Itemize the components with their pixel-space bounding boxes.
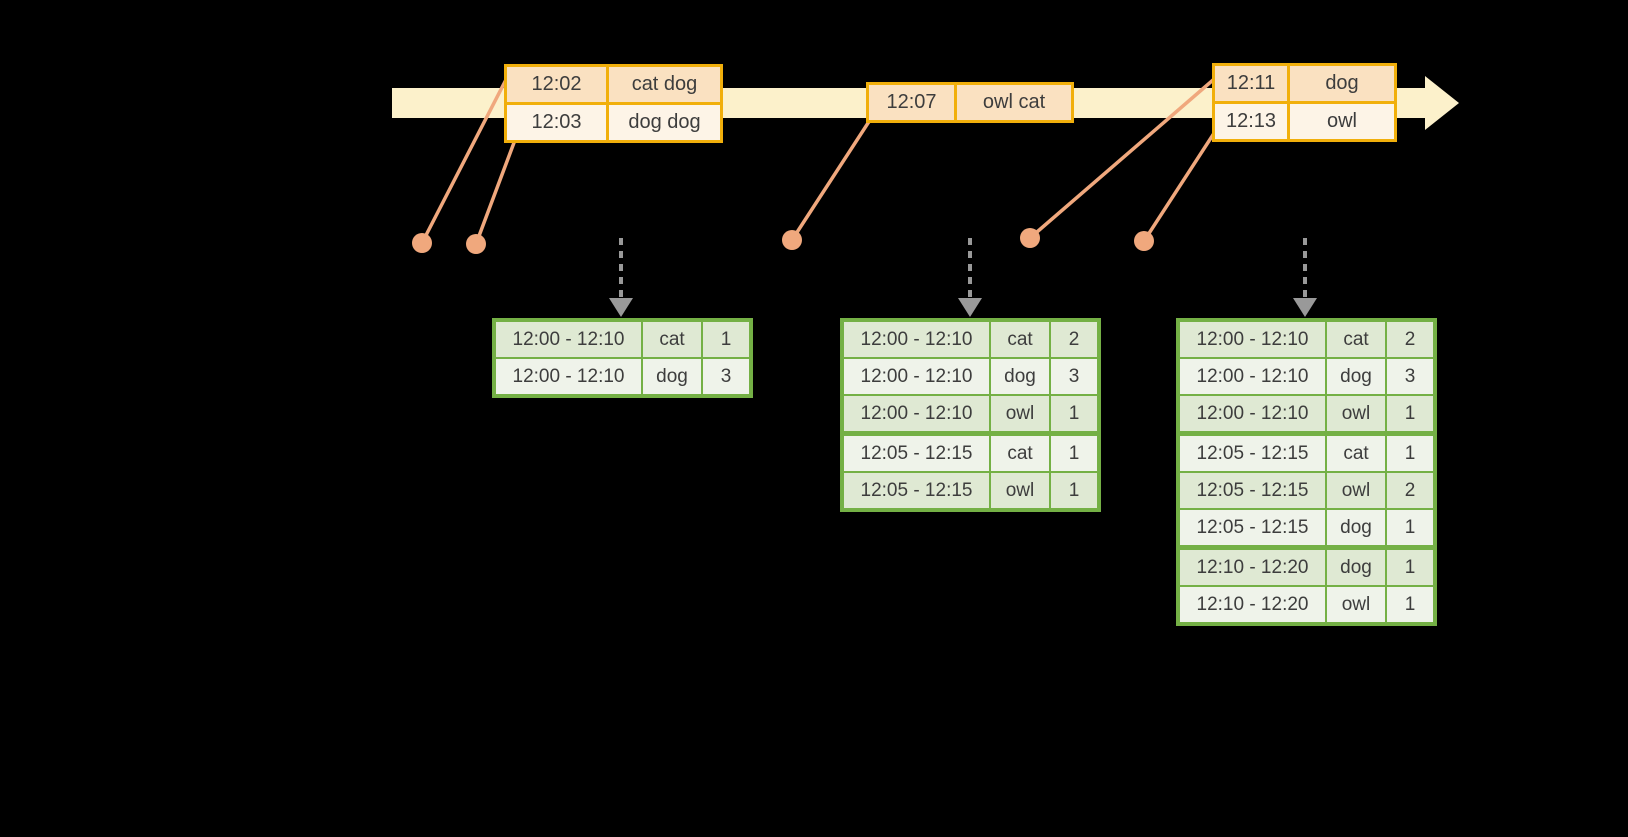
result-window-cell: 12:00 - 12:10 [844, 359, 989, 394]
result-window-cell: 12:00 - 12:10 [844, 396, 989, 431]
event-time-cell: 12:07 [869, 85, 954, 120]
result-word-cell: dog [1327, 550, 1385, 585]
event-connector-line [1028, 72, 1222, 240]
result-word-cell: cat [1327, 322, 1385, 357]
result-window-cell: 12:00 - 12:10 [496, 359, 641, 394]
event-words-cell: owl cat [957, 85, 1071, 120]
result-count-cell: 1 [1051, 396, 1097, 431]
result-window-cell: 12:00 - 12:10 [496, 322, 641, 357]
result-window-cell: 12:00 - 12:10 [844, 322, 989, 357]
result-count-cell: 1 [1387, 396, 1433, 431]
result-count-cell: 2 [1051, 322, 1097, 357]
result-count-cell: 2 [1387, 473, 1433, 508]
result-word-cell: cat [643, 322, 701, 357]
event-dot-icon [466, 234, 486, 254]
trigger-arrows [609, 238, 1317, 317]
result-window-cell: 12:05 - 12:15 [1180, 510, 1325, 545]
result-window-cell: 12:10 - 12:20 [1180, 550, 1325, 585]
result-window-cell: 12:00 - 12:10 [1180, 396, 1325, 431]
result-word-cell: dog [1327, 359, 1385, 394]
result-word-cell: dog [991, 359, 1049, 394]
event-words-cell: dog dog [609, 105, 720, 140]
result-word-cell: owl [1327, 587, 1385, 622]
event-time-cell: 12:03 [507, 105, 606, 140]
result-word-cell: dog [1327, 510, 1385, 545]
trigger-arrowhead-icon [609, 298, 633, 317]
event-connector-line [790, 119, 872, 241]
event-dot-icon [1020, 228, 1040, 248]
event-connector-line [420, 65, 515, 244]
event-time-cell: 12:11 [1215, 66, 1287, 101]
result-window-cell: 12:05 - 12:15 [844, 436, 989, 471]
event-time-cell: 12:02 [507, 67, 606, 102]
result-count-cell: 1 [1387, 436, 1433, 471]
result-window-cell: 12:00 - 12:10 [1180, 322, 1325, 357]
event-words-cell: dog [1290, 66, 1394, 101]
event-dot-icon [782, 230, 802, 250]
result-count-cell: 1 [1051, 473, 1097, 508]
result-word-cell: dog [643, 359, 701, 394]
event-connector-line [1142, 123, 1222, 242]
event-dot-icon [412, 233, 432, 253]
result-count-cell: 2 [1387, 322, 1433, 357]
result-count-cell: 1 [1387, 550, 1433, 585]
result-window-cell: 12:05 - 12:15 [844, 473, 989, 508]
result-window-cell: 12:05 - 12:15 [1180, 436, 1325, 471]
event-words-cell: cat dog [609, 67, 720, 102]
result-window-cell: 12:10 - 12:20 [1180, 587, 1325, 622]
result-word-cell: cat [1327, 436, 1385, 471]
trigger-arrowhead-icon [958, 298, 982, 317]
result-word-cell: cat [991, 436, 1049, 471]
result-count-cell: 1 [1387, 587, 1433, 622]
result-word-cell: owl [1327, 473, 1385, 508]
event-dot-icon [1134, 231, 1154, 251]
timeline-arrow-head-icon [1425, 76, 1459, 130]
result-count-cell: 3 [1051, 359, 1097, 394]
result-count-cell: 1 [1051, 436, 1097, 471]
result-word-cell: cat [991, 322, 1049, 357]
result-count-cell: 1 [703, 322, 749, 357]
result-word-cell: owl [991, 396, 1049, 431]
trigger-arrowhead-icon [1293, 298, 1317, 317]
result-window-cell: 12:00 - 12:10 [1180, 359, 1325, 394]
result-word-cell: owl [991, 473, 1049, 508]
result-word-cell: owl [1327, 396, 1385, 431]
result-window-cell: 12:05 - 12:15 [1180, 473, 1325, 508]
event-time-cell: 12:13 [1215, 104, 1287, 139]
event-words-cell: owl [1290, 104, 1394, 139]
result-count-cell: 3 [1387, 359, 1433, 394]
result-count-cell: 1 [1387, 510, 1433, 545]
result-count-cell: 3 [703, 359, 749, 394]
